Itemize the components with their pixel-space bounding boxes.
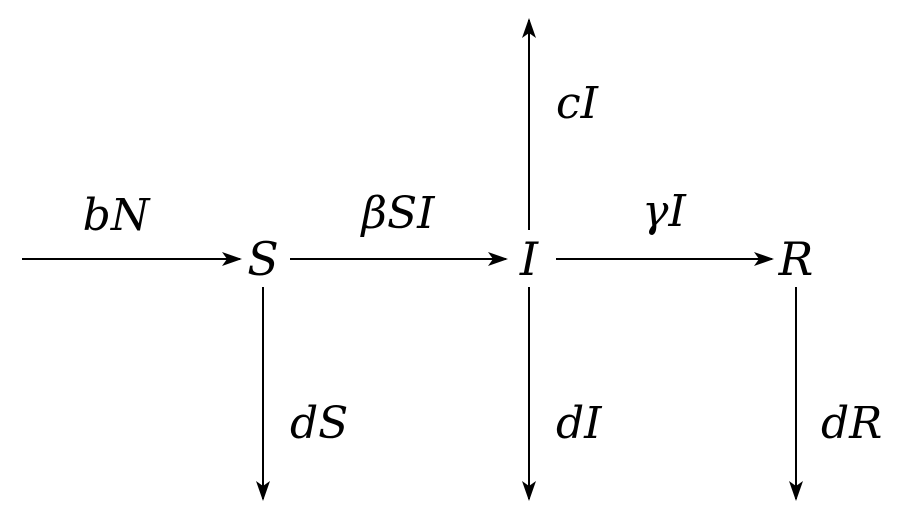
rate-infection: βSI — [360, 188, 437, 239]
rate-recovery: γI — [642, 186, 687, 237]
node-i: I — [519, 232, 539, 286]
node-r: R — [778, 232, 814, 286]
node-s: S — [247, 232, 279, 286]
rate-death-r: dR — [821, 398, 882, 449]
rate-death-i: dI — [556, 398, 603, 449]
rate-birth: bN — [83, 190, 151, 241]
rate-disease-death: cI — [556, 78, 600, 129]
rate-death-s: dS — [290, 398, 348, 449]
